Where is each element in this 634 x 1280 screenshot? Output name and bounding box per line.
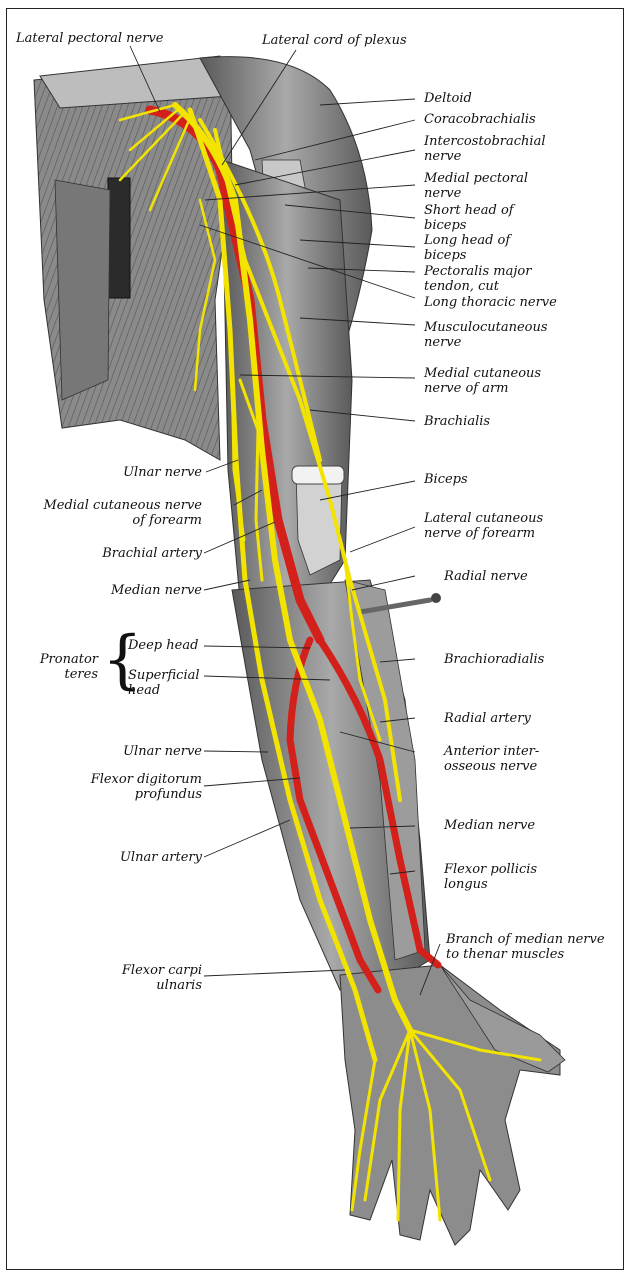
label-intercostobrachial-nerve: Intercostobrachial nerve xyxy=(424,134,546,164)
label-lateral-cutaneous-nerve-of-forearm: Lateral cutaneous nerve of forearm xyxy=(424,511,544,541)
ulnar-artery-path xyxy=(286,636,382,994)
label-medial-cutaneous-nerve-of-arm: Medial cutaneous nerve of arm xyxy=(424,366,542,396)
label-coracobrachialis: Coracobrachialis xyxy=(424,112,536,127)
label-superficial-head: Superficial head xyxy=(128,668,200,698)
label-short-head-of-biceps: Short head of biceps xyxy=(424,203,514,233)
biceps-cut-surface xyxy=(291,465,345,485)
label-biceps: Biceps xyxy=(424,472,468,487)
label-ulnar-artery: Ulnar artery xyxy=(119,850,202,865)
label-lateral-pectoral-nerve: Lateral pectoral nerve xyxy=(16,31,164,46)
lateral-pectoral-branches xyxy=(118,103,192,212)
label-flexor-pollicis-longus: Flexor pollicis longus xyxy=(444,862,538,892)
label-anterior-interosseous-nerve: Anterior inter- osseous nerve xyxy=(444,744,540,774)
label-radial-artery: Radial artery xyxy=(444,711,531,726)
label-branch-of-median-nerve: Branch of median nerve to thenar muscles xyxy=(446,932,605,962)
label-medial-cutaneous-nerve-of-forearm: Medial cutaneous nerve of forearm xyxy=(43,498,202,528)
label-long-thoracic-nerve: Long thoracic nerve xyxy=(424,295,557,310)
label-brachial-artery: Brachial artery xyxy=(102,546,202,561)
lateral-cutaneous-branches xyxy=(343,558,382,742)
serratus-muscle xyxy=(54,179,111,401)
radial-nerve-path xyxy=(213,128,402,802)
ulnar-nerve-path xyxy=(187,107,378,1063)
label-pectoralis-major-tendon: Pectoralis major tendon, cut xyxy=(424,264,532,294)
label-medial-pectoral-nerve: Medial pectoral nerve xyxy=(424,171,528,201)
label-brachioradialis: Brachioradialis xyxy=(444,652,545,667)
radial-artery-path xyxy=(316,636,442,969)
label-pronator-teres: Pronator teres xyxy=(39,652,98,682)
chest-branches xyxy=(193,198,217,392)
pronator-teres-brace: { xyxy=(102,623,143,697)
hand-palm xyxy=(339,964,561,1246)
label-long-head-of-biceps: Long head of biceps xyxy=(424,233,511,263)
label-flexor-digitorum-profundus: Flexor digitorum profundus xyxy=(90,772,202,802)
hand-nerves xyxy=(350,1028,542,1222)
thumb xyxy=(439,964,566,1073)
label-deep-head: Deep head xyxy=(128,638,199,653)
label-lateral-cord-of-plexus: Lateral cord of plexus xyxy=(262,33,407,48)
label-brachialis: Brachialis xyxy=(424,414,491,429)
label-ulnar-nerve-lower: Ulnar nerve xyxy=(123,744,202,759)
label-median-nerve-lower: Median nerve xyxy=(444,818,536,833)
label-flexor-carpi-ulnaris: Flexor carpi ulnaris xyxy=(121,963,202,993)
musculocutaneous-nerve-path xyxy=(198,118,322,462)
label-ulnar-nerve-upper: Ulnar nerve xyxy=(123,465,202,480)
medial-cutaneous-branches xyxy=(230,358,264,582)
rib-window xyxy=(107,177,131,299)
radial-nerve-retractor xyxy=(357,597,433,615)
label-median-nerve-upper: Median nerve xyxy=(110,583,202,598)
label-radial-nerve: Radial nerve xyxy=(444,569,528,584)
label-musculocutaneous-nerve: Musculocutaneous nerve xyxy=(424,320,548,350)
label-deltoid: Deltoid xyxy=(424,91,472,106)
